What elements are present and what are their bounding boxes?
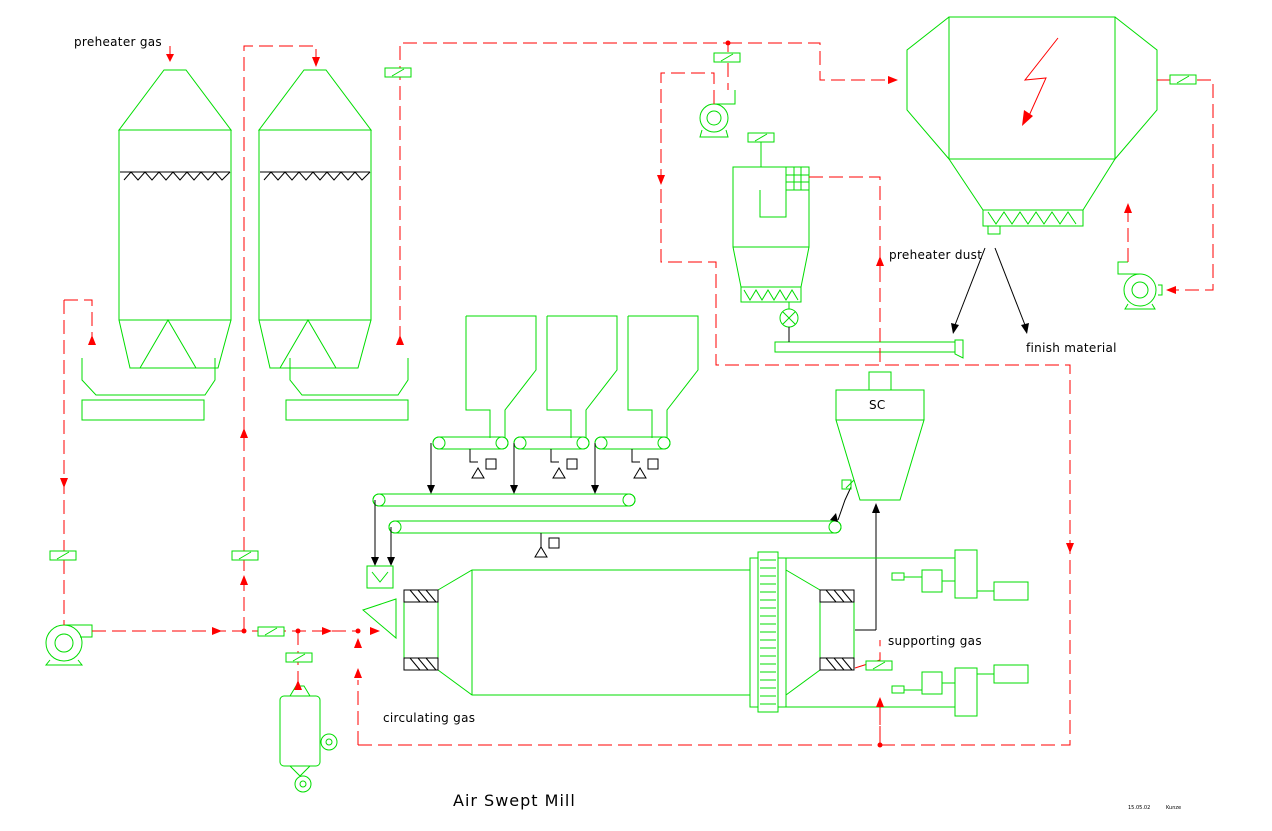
hot-gas-generator [279, 685, 338, 793]
weigh-feeder-icon [469, 449, 659, 479]
circulating-gas-label: circulating gas [383, 711, 476, 725]
electrostatic-precipitator [906, 16, 1158, 235]
mill-drives [786, 549, 1029, 717]
damper-icon [49, 52, 1197, 671]
preheater-gas-label: preheater gas [74, 35, 162, 49]
collecting-belts [372, 493, 842, 558]
rotary-valve-icon [779, 308, 799, 328]
preheater-tower-2 [258, 69, 409, 421]
fan-icon [44, 624, 93, 666]
electric-bolt-icon [1022, 37, 1059, 126]
junction-dots [241, 40, 883, 748]
separator [835, 371, 925, 501]
material-flow [371, 247, 1029, 631]
finish-material-label: finish material [1026, 341, 1117, 355]
diagram-title: Air Swept Mill [453, 791, 576, 810]
separator-label: SC [869, 398, 886, 412]
ball-mill [361, 551, 855, 713]
bag-filter [732, 166, 810, 328]
author-stamp: Kunze [1166, 805, 1182, 811]
gas-flow-arrows [60, 54, 1176, 707]
supporting-gas-label: supporting gas [888, 634, 982, 648]
girth-gear-icon [760, 559, 776, 705]
screw-conveyor [774, 327, 964, 359]
feed-bins [465, 315, 699, 438]
feeder-belts [432, 436, 671, 450]
fan-icon [699, 90, 736, 138]
gas-lines [63, 42, 1214, 746]
preheater-dust-label: preheater dust [889, 248, 983, 262]
date-stamp: 15.05.02 [1128, 805, 1151, 811]
preheater-tower-1 [81, 69, 232, 421]
fan-icon [1117, 261, 1163, 310]
